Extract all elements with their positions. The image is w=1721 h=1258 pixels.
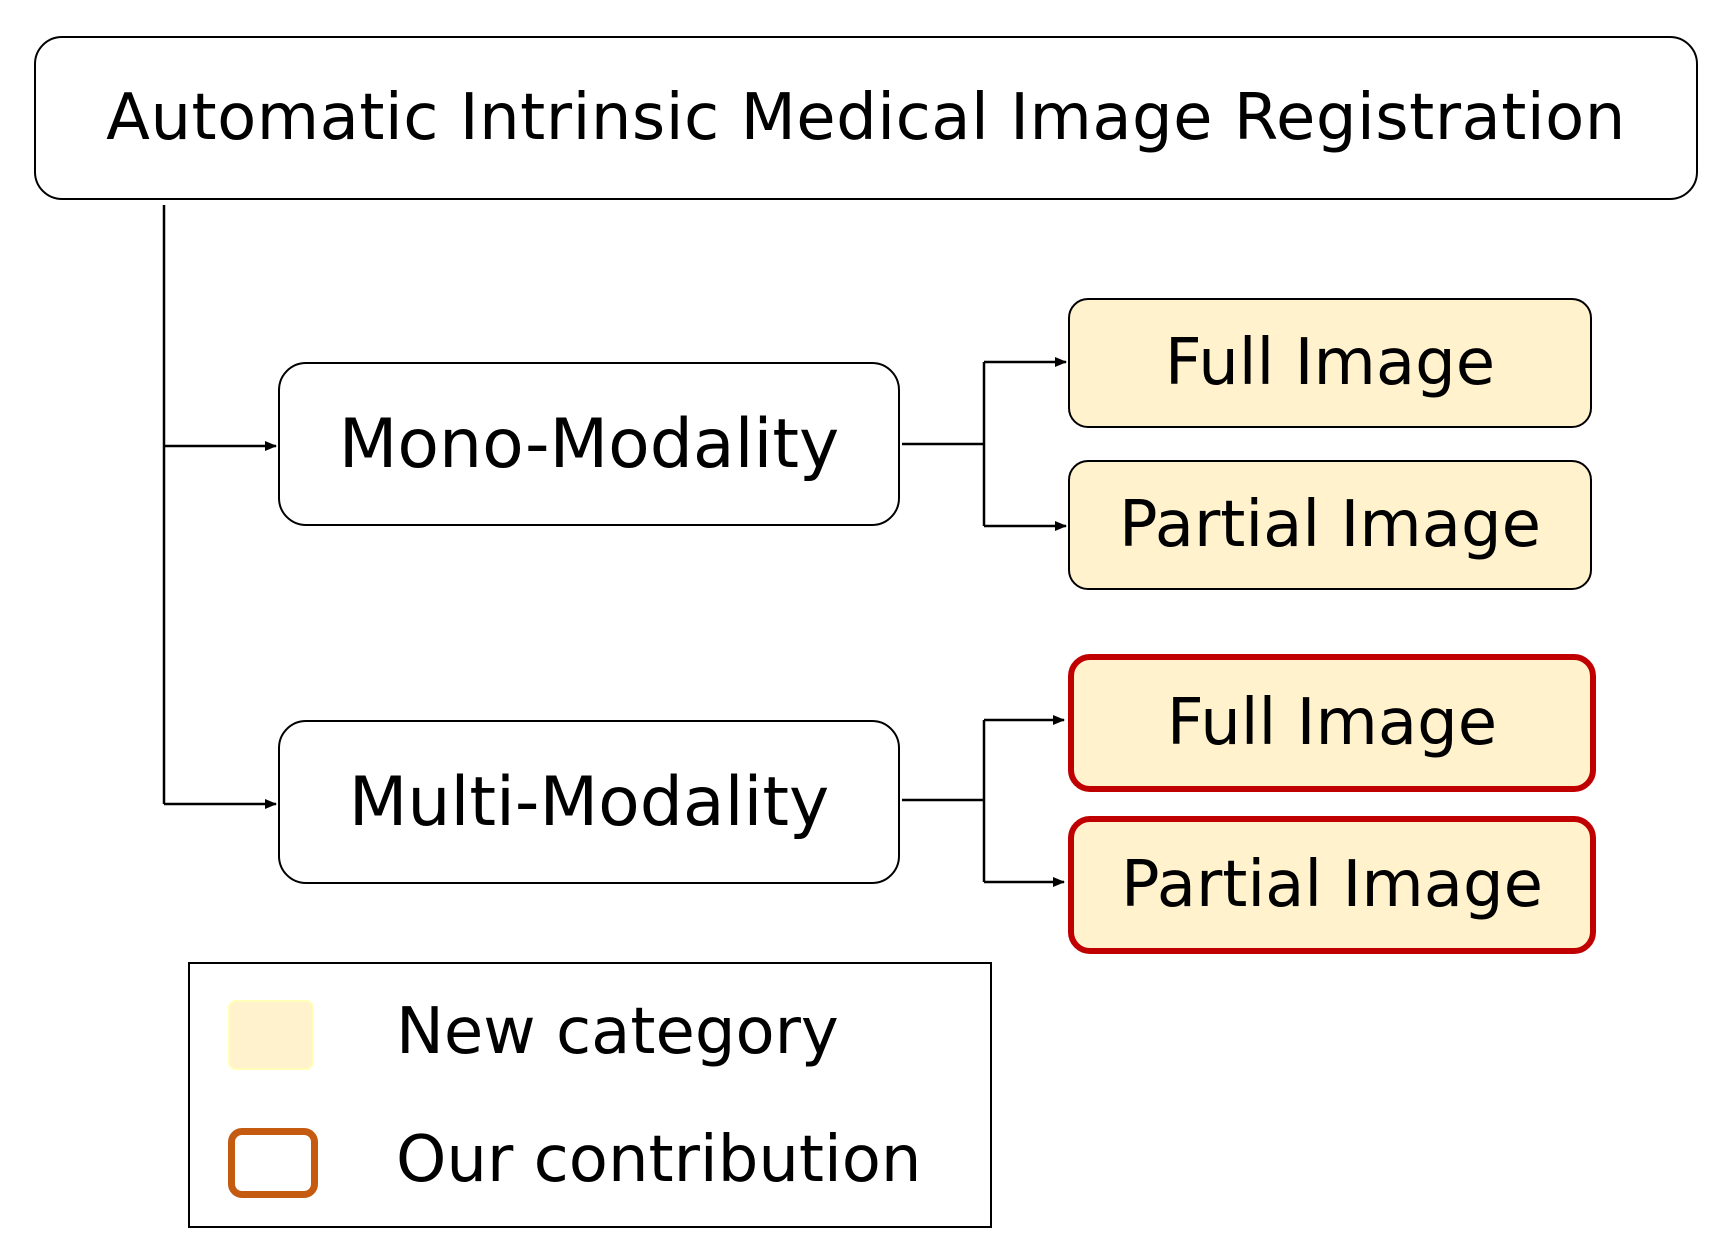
mono-full-image-node: Full Image [1068,298,1592,428]
root-node-label: Automatic Intrinsic Medical Image Regist… [106,81,1626,155]
multi-split-line [902,720,986,882]
multi-full-image-label: Full Image [1166,686,1498,760]
mono-partial-image-node: Partial Image [1068,460,1592,590]
legend-new-category-swatch [228,1000,314,1070]
legend-new-category-label: New category [396,995,839,1069]
mono-split-line [902,362,986,526]
multi-modality-label: Multi-Modality [348,762,830,842]
multi-partial-image-node: Partial Image [1068,816,1596,954]
multi-full-image-node: Full Image [1068,654,1596,792]
multi-partial-image-label: Partial Image [1121,848,1543,922]
legend-our-contribution-swatch [228,1128,318,1198]
mono-partial-image-label: Partial Image [1119,488,1541,562]
mono-modality-label: Mono-Modality [338,404,840,484]
multi-modality-node: Multi-Modality [278,720,900,884]
legend: New category Our contribution [188,962,992,1228]
mono-modality-node: Mono-Modality [278,362,900,526]
mono-full-image-label: Full Image [1164,326,1496,400]
root-node-box: Automatic Intrinsic Medical Image Regist… [34,36,1698,200]
legend-our-contribution-label: Our contribution [396,1123,922,1197]
